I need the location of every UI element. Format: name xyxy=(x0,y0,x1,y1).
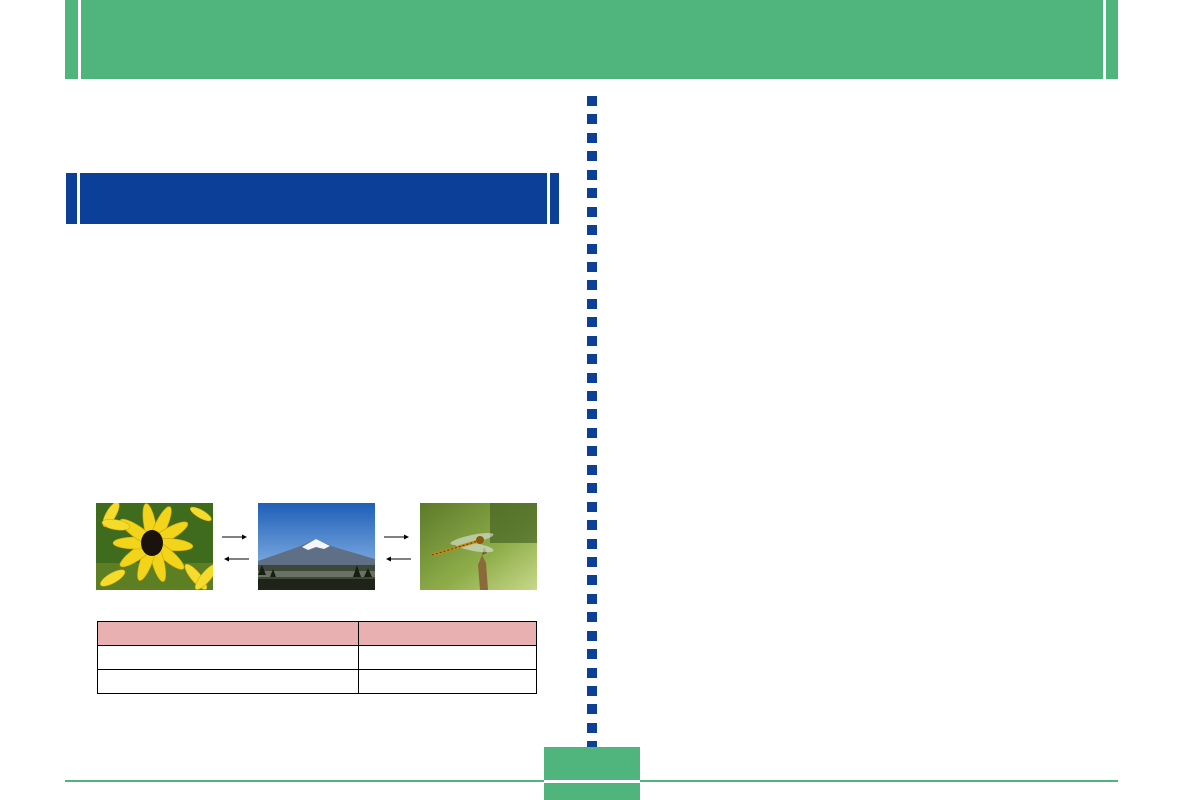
table-cell xyxy=(97,669,359,694)
dragonfly-photo xyxy=(420,503,537,590)
divider-dot xyxy=(587,630,597,641)
divider-dot xyxy=(587,649,597,660)
table-cell xyxy=(358,645,537,670)
arrows-flower-mountain xyxy=(221,527,251,567)
flower-photo xyxy=(96,503,213,590)
divider-dot xyxy=(587,169,597,180)
divider-dot xyxy=(587,335,597,346)
divider-dot xyxy=(587,96,597,106)
divider-dot xyxy=(587,686,597,696)
divider-dot xyxy=(587,427,597,438)
divider-dot xyxy=(587,225,597,236)
divider-dot xyxy=(587,575,597,586)
info-table xyxy=(97,621,537,694)
divider-dot xyxy=(587,704,597,715)
header-divider-right xyxy=(1103,0,1106,79)
header-band xyxy=(65,0,1118,79)
divider-dot xyxy=(587,151,597,162)
divider-dot xyxy=(587,206,597,217)
divider-dot xyxy=(587,556,597,567)
header-divider-left xyxy=(78,0,81,79)
table-cell xyxy=(97,645,359,670)
divider-dot xyxy=(587,538,597,549)
section-divider-right xyxy=(547,173,550,224)
divider-dot xyxy=(587,593,597,604)
divider-dot xyxy=(587,483,597,494)
table-header-row xyxy=(97,621,537,646)
divider-dot xyxy=(587,261,597,272)
divider-dot xyxy=(587,446,597,457)
divider-dot xyxy=(587,722,597,733)
mountain-photo xyxy=(258,503,375,590)
divider-dot xyxy=(587,391,597,401)
divider-dot xyxy=(587,188,597,199)
page-number-tab xyxy=(544,747,640,800)
table-cell xyxy=(358,669,537,694)
divider-dot xyxy=(587,317,597,328)
table-row xyxy=(97,669,537,694)
divider-dot xyxy=(587,612,597,623)
divider-dot xyxy=(587,132,597,143)
table-header-cell xyxy=(97,621,359,646)
arrows-mountain-dragonfly xyxy=(383,527,413,567)
table-row xyxy=(97,645,537,670)
divider-dot xyxy=(587,298,597,309)
divider-dot xyxy=(587,520,597,531)
divider-dot xyxy=(587,243,597,254)
divider-dot xyxy=(587,372,597,383)
section-divider-left xyxy=(77,173,80,224)
divider-dot xyxy=(587,114,597,125)
divider-dot xyxy=(587,280,597,291)
divider-dot xyxy=(587,667,597,678)
divider-dot xyxy=(587,464,597,475)
table-header-cell xyxy=(358,621,537,646)
section-heading-bar xyxy=(66,173,559,224)
divider-dot xyxy=(587,501,597,512)
page-tab-gap xyxy=(544,780,640,783)
divider-dot xyxy=(587,741,597,752)
divider-dot xyxy=(587,354,597,365)
divider-dot xyxy=(587,409,597,420)
column-divider-dots xyxy=(587,96,597,760)
